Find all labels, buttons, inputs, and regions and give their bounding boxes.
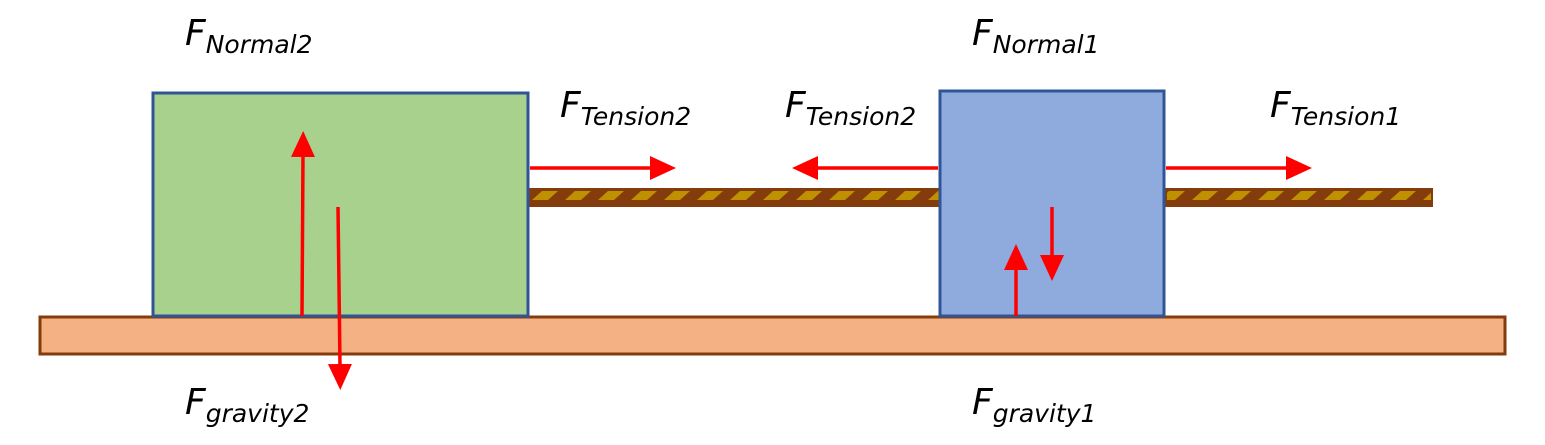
label-normal1: FNormal1 bbox=[972, 13, 1100, 59]
label-normal2: FNormal2 bbox=[185, 13, 313, 59]
label-tension2-right: FTension2 bbox=[785, 85, 916, 131]
rope-2 bbox=[529, 188, 944, 207]
label-tension2-left: FTension2 bbox=[560, 85, 691, 131]
gravity2-arrow bbox=[327, 206, 352, 390]
label-gravity1: Fgravity1 bbox=[972, 382, 1096, 428]
block-1 bbox=[938, 89, 1166, 318]
ground-surface bbox=[38, 315, 1507, 356]
rope-1 bbox=[1165, 188, 1433, 207]
label-gravity2: Fgravity2 bbox=[185, 382, 309, 428]
label-tension1: FTension1 bbox=[1270, 85, 1401, 131]
normal2-arrow bbox=[290, 131, 315, 317]
